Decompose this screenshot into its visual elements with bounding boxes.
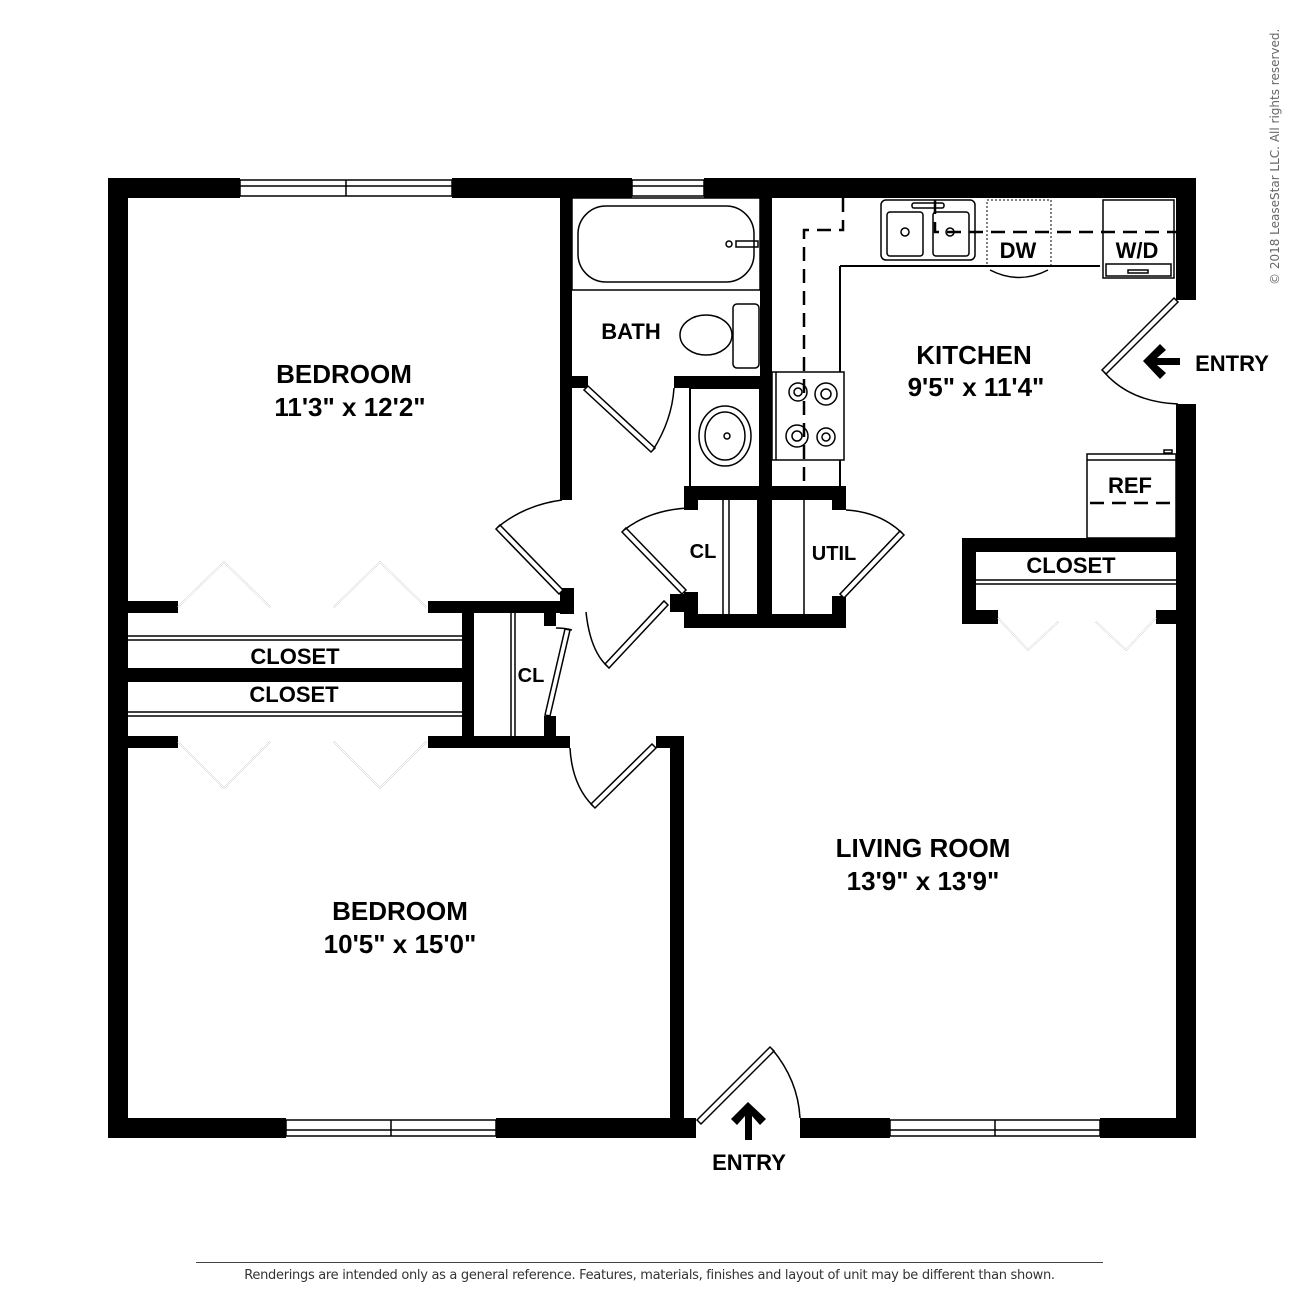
bathtub — [571, 197, 761, 291]
dishwasher — [986, 199, 1052, 279]
left-arrow-icon — [1143, 344, 1180, 379]
kitchen-label: KITCHEN — [916, 340, 1032, 370]
cl-label: CL — [690, 541, 717, 563]
bedroom2-dims: 10'5" x 15'0" — [324, 929, 477, 959]
dw-label: DW — [1000, 238, 1037, 263]
footer-divider — [196, 1262, 1103, 1263]
up-arrow-icon — [731, 1102, 766, 1140]
closet-bedroom2-label: CLOSET — [249, 682, 339, 707]
washer-dryer — [1102, 199, 1175, 279]
doors — [177, 296, 1180, 1126]
ref-label: REF — [1108, 473, 1152, 498]
hall-door[interactable] — [585, 599, 670, 670]
bedroom1-closet-doors[interactable] — [177, 560, 427, 608]
wd-label: W/D — [1116, 238, 1159, 263]
util-door[interactable] — [838, 509, 906, 600]
bath-door[interactable] — [582, 384, 675, 454]
closet-kitchen-label: CLOSET — [1026, 553, 1116, 578]
bedroom2-door[interactable] — [569, 742, 658, 810]
living-room-dims: 13'9" x 13'9" — [847, 866, 1000, 896]
window-bottom-bedroom — [285, 1119, 497, 1137]
cl-small-label: CL — [518, 665, 545, 687]
soffit-dashed-lines — [802, 198, 1176, 505]
bedroom1-door[interactable] — [494, 499, 565, 596]
bedroom1-label: BEDROOM — [276, 359, 412, 389]
bedroom2-closet-doors[interactable] — [177, 741, 427, 790]
bedroom1-dims: 11'3" x 12'2" — [274, 392, 425, 422]
small-cl-door[interactable] — [544, 627, 573, 717]
front-entry-door[interactable] — [695, 1045, 801, 1126]
refrigerator — [1086, 449, 1177, 539]
side-entry-door[interactable] — [1100, 296, 1180, 405]
kitchen-dims: 9'5" x 11'4" — [908, 372, 1045, 402]
stove — [771, 371, 845, 461]
interior-walls — [128, 198, 1178, 1120]
bedroom2-label: BEDROOM — [332, 896, 468, 926]
disclaimer-text: Renderings are intended only as a genera… — [244, 1268, 1055, 1283]
bathroom-sink — [698, 405, 752, 467]
cl-door[interactable] — [620, 507, 689, 596]
exterior-walls — [108, 178, 1196, 1138]
closet-bedroom1-label: CLOSET — [250, 644, 340, 669]
windows — [239, 179, 1101, 1137]
util-label: UTIL — [812, 543, 856, 565]
window-bottom-living — [889, 1119, 1101, 1137]
living-room-label: LIVING ROOM — [836, 833, 1011, 863]
kitchen-closet-doors[interactable] — [997, 617, 1157, 652]
front-entry-label: ENTRY — [712, 1150, 786, 1175]
bath-label: BATH — [601, 319, 660, 344]
kitchen-sink — [880, 199, 976, 261]
window-top-bedroom — [239, 179, 453, 197]
copyright-notice: © 2018 LeaseStar LLC. All rights reserve… — [1268, 28, 1282, 285]
side-entry-label: ENTRY — [1195, 351, 1269, 376]
window-top-bath — [631, 179, 705, 197]
toilet — [679, 303, 760, 369]
